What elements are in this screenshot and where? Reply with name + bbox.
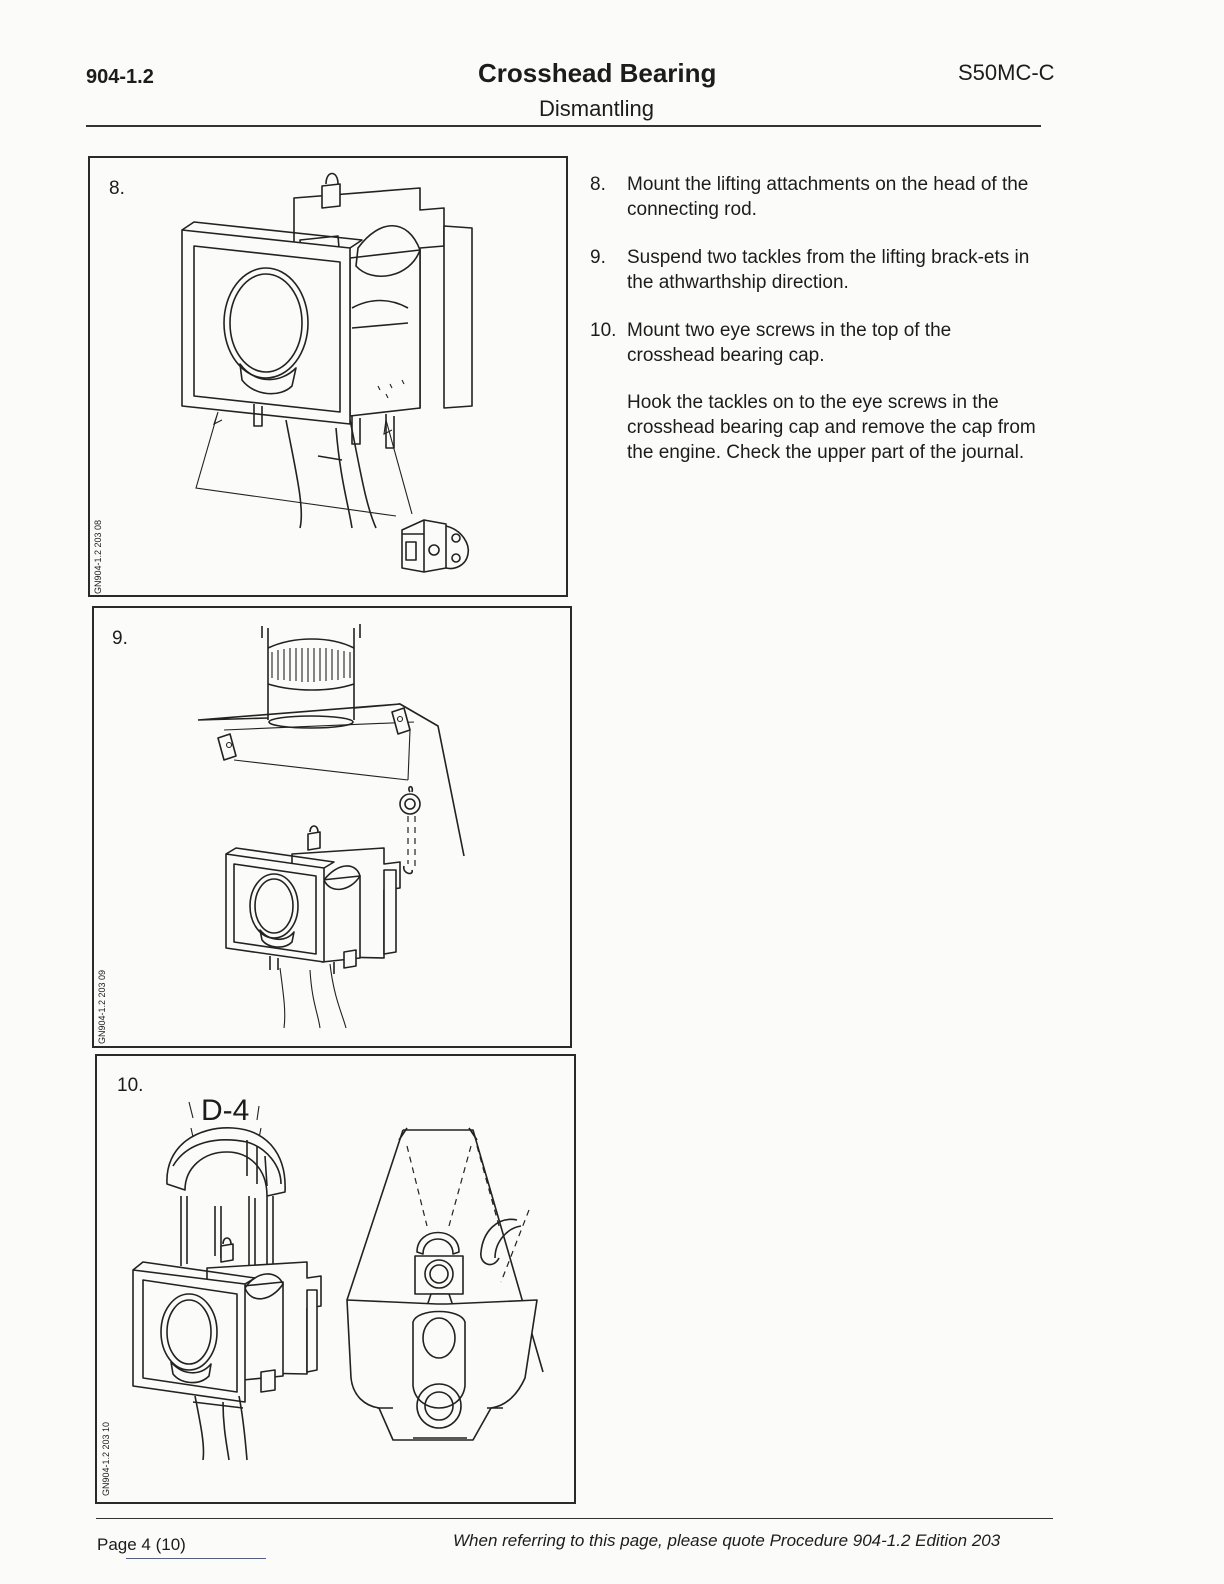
footer-underline (126, 1558, 266, 1559)
step-number: 8. (590, 174, 606, 195)
figure-8-panel: 8. GN904-1.2 203 08 (88, 156, 568, 597)
crosshead-lifting-attachment-drawing (181, 172, 473, 573)
step-8: 8. Mount the lifting attachments on the … (590, 172, 1042, 222)
figure-9-panel: 9. GN904-1.2 203 09 (92, 606, 572, 1048)
tackle-suspension-drawing (197, 624, 465, 1029)
step-number: 9. (590, 247, 606, 268)
figure-number: 8. (109, 178, 125, 199)
figure-number: 10. (117, 1075, 144, 1096)
footer-divider (96, 1518, 1053, 1519)
page-subtitle: Dismantling (539, 96, 654, 121)
figure-10-panel: 10. D-4 GN904-1.2 203 10 (95, 1054, 576, 1504)
document-number: 904-1.2 (86, 66, 154, 88)
figure-number: 9. (112, 628, 128, 649)
reference-note: When referring to this page, please quot… (453, 1531, 1001, 1550)
page-number: Page 4 (10) (97, 1535, 186, 1554)
step-text: Mount the lifting attachments on the hea… (627, 174, 1029, 220)
header-divider (86, 125, 1041, 127)
step-text: Suspend two tackles from the lifting bra… (627, 247, 1030, 293)
tool-label: D-4 (201, 1094, 250, 1127)
step-9: 9. Suspend two tackles from the lifting … (590, 245, 1042, 295)
procedure-steps: 8. Mount the lifting attachments on the … (590, 172, 1042, 465)
step-number: 10. (590, 320, 617, 341)
step-text: Mount two eye screws in the top of the c… (627, 320, 952, 366)
step-10-note: Hook the tackles on to the eye screws in… (627, 392, 1036, 463)
page-title: Crosshead Bearing (478, 58, 717, 88)
bearing-cap-removal-drawing (132, 1101, 544, 1461)
engine-type: S50MC-C (958, 60, 1055, 85)
step-10: 10. Mount two eye screws in the top of t… (590, 318, 1042, 368)
